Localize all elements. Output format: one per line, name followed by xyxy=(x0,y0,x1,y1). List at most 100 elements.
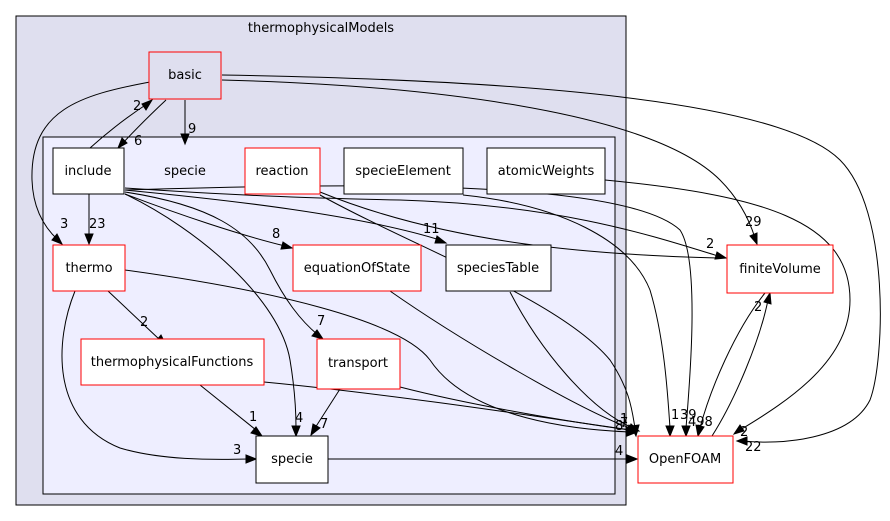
edges: 2 6 9 3 29 22 23 8 11 7 xyxy=(31,74,881,464)
edge-label-thermophysicalFunctions-specie: 1 xyxy=(249,410,257,425)
edge-thermo-specie xyxy=(61,290,250,460)
node-specieElement[interactable]: specieElement xyxy=(343,147,464,195)
node-atomicWeights[interactable]: atomicWeights xyxy=(486,147,606,195)
node-OpenFOAM-label: OpenFOAM xyxy=(649,452,721,467)
edge-basic-finiteVolume xyxy=(221,79,756,239)
edge-label-include-thermo: 23 xyxy=(89,217,106,232)
node-specieElement-label: specieElement xyxy=(355,164,451,179)
edge-include-thermo-arrowhead xyxy=(84,233,94,246)
edge-OpenFOAM-finiteVolume-arrowhead xyxy=(763,291,772,305)
edge-thermophysicalFunctions-specie-arrowhead xyxy=(250,426,264,437)
edge-finiteVolume-OpenFOAM-arrowhead xyxy=(695,424,705,438)
node-thermophysicalFunctions-label: thermophysicalFunctions xyxy=(91,355,254,370)
edge-reaction-finiteVolume xyxy=(319,191,719,259)
edge-equationOfState-OpenFOAM xyxy=(389,290,631,429)
node-finiteVolume[interactable]: finiteVolume xyxy=(726,244,834,294)
edge-basic-thermo-arrowhead xyxy=(51,233,64,245)
node-speciesTable-label: speciesTable xyxy=(457,261,539,276)
edge-label-OpenFOAM-finiteVolume: 2 xyxy=(754,300,762,315)
edge-label-transport-specie: 7 xyxy=(320,417,328,432)
edge-include-OpenFOAM-arrowhead xyxy=(681,425,691,438)
edge-thermo-specie-arrowhead xyxy=(245,454,258,464)
edge-specie-OpenFOAM-arrowhead xyxy=(626,454,639,464)
edge-label-thermo-thermophysicalFunctions: 2 xyxy=(140,315,148,330)
edge-basic-thermo xyxy=(31,81,151,241)
edge-include-finiteVolume-arrowhead xyxy=(714,251,728,260)
edge-label-include-transport: 7 xyxy=(317,314,325,329)
cluster-specie-title: specie xyxy=(164,164,206,179)
edge-include-speciesTable xyxy=(124,189,441,241)
edge-thermophysicalFunctions-specie xyxy=(199,384,257,431)
edge-transport-OpenFOAM xyxy=(399,386,631,431)
node-thermo[interactable]: thermo xyxy=(52,244,126,292)
cluster-specie: specie xyxy=(42,136,616,495)
node-speciesTable[interactable]: speciesTable xyxy=(445,244,552,292)
edge-label-speciesTable-OpenFOAM: 1 xyxy=(620,412,628,427)
edge-thermo-OpenFOAM xyxy=(124,269,631,433)
node-atomicWeights-label: atomicWeights xyxy=(498,164,595,179)
node-transport-label: transport xyxy=(328,356,388,371)
edge-include-specie xyxy=(124,193,297,429)
edge-atomicWeights-OpenFOAM-arrowhead xyxy=(732,424,745,435)
edge-include-transport-arrowhead xyxy=(311,329,325,340)
node-transport[interactable]: transport xyxy=(316,338,401,390)
edge-transport-specie xyxy=(314,388,341,429)
cluster-thermophysicalModels-title: thermophysicalModels xyxy=(248,21,394,36)
edge-reaction-OpenFOAM xyxy=(319,194,636,429)
edge-label-include-OpenFOAM: 39 xyxy=(680,408,697,423)
edge-specieElement-OpenFOAM-arrowhead xyxy=(665,425,675,438)
edge-label-atomicWeights-OpenFOAM: 2 xyxy=(740,425,748,440)
edge-label-include-finiteVolume: 2 xyxy=(706,237,714,252)
edge-label-include-basic: 2 xyxy=(133,99,141,114)
edge-basic-finiteVolume-arrowhead xyxy=(749,232,758,246)
node-equationOfState[interactable]: equationOfState xyxy=(292,244,422,292)
node-include-label: include xyxy=(64,164,111,179)
edge-label-basic-include: 6 xyxy=(134,134,142,149)
edge-label-include-speciesTable: 11 xyxy=(423,222,440,237)
edge-finiteVolume-OpenFOAM xyxy=(699,292,766,429)
node-include[interactable]: include xyxy=(52,147,125,195)
edge-specieElement-OpenFOAM xyxy=(462,194,671,429)
edge-label-thermo-specie: 3 xyxy=(233,443,241,458)
node-basic[interactable]: basic xyxy=(148,51,222,100)
edge-OpenFOAM-finiteVolume xyxy=(711,299,769,437)
edge-include-basic-arrowhead xyxy=(141,98,154,111)
edge-label-basic-finiteVolume: 29 xyxy=(745,215,762,230)
edge-reaction-OpenFOAM-arrowhead xyxy=(630,424,640,438)
edge-include-transport xyxy=(124,191,319,336)
edge-speciesTable-OpenFOAM xyxy=(509,291,634,429)
node-reaction-label: reaction xyxy=(255,164,308,179)
edge-include-speciesTable-arrowhead xyxy=(434,235,448,244)
edge-label-basic-specie: 9 xyxy=(188,122,196,137)
node-specie[interactable]: specie xyxy=(255,435,329,484)
node-reaction[interactable]: reaction xyxy=(244,147,321,195)
node-thermophysicalFunctions[interactable]: thermophysicalFunctions xyxy=(80,338,265,386)
node-equationOfState-label: equationOfState xyxy=(304,261,411,276)
edge-include-finiteVolume xyxy=(124,187,719,257)
edge-label-include-specie: 4 xyxy=(295,411,303,426)
edge-include-specie-arrowhead xyxy=(291,425,301,438)
edge-atomicWeights-OpenFOAM xyxy=(604,179,851,431)
edge-transport-specie-arrowhead xyxy=(310,423,321,437)
edge-basic-specie-arrowhead xyxy=(180,133,190,146)
node-basic-label: basic xyxy=(168,68,202,83)
edge-label-basic-thermo: 3 xyxy=(60,217,68,232)
node-specie-label: specie xyxy=(271,452,313,467)
edge-label-basic-OpenFOAM: 22 xyxy=(745,440,762,455)
edge-basic-OpenFOAM-arrowhead xyxy=(735,436,748,446)
node-finiteVolume-label: finiteVolume xyxy=(739,262,821,277)
edge-basic-include xyxy=(121,99,167,145)
node-OpenFOAM[interactable]: OpenFOAM xyxy=(637,435,734,484)
edge-include-equationOfState-arrowhead xyxy=(280,241,294,250)
edge-label-specieElement-OpenFOAM: 1 xyxy=(671,408,679,423)
edge-basic-OpenFOAM xyxy=(221,74,881,443)
edge-label-finiteVolume-OpenFOAM: 498 xyxy=(688,415,713,430)
edge-label-specie-OpenFOAM: 4 xyxy=(615,444,623,459)
edge-label-thermo-OpenFOAM: 8 xyxy=(615,419,623,434)
node-thermo-label: thermo xyxy=(65,261,112,276)
edge-label-include-equationOfState: 8 xyxy=(272,227,280,242)
edge-basic-include-arrowhead xyxy=(117,137,128,150)
edge-thermo-thermophysicalFunctions xyxy=(107,290,161,341)
edge-include-equationOfState xyxy=(124,193,286,247)
